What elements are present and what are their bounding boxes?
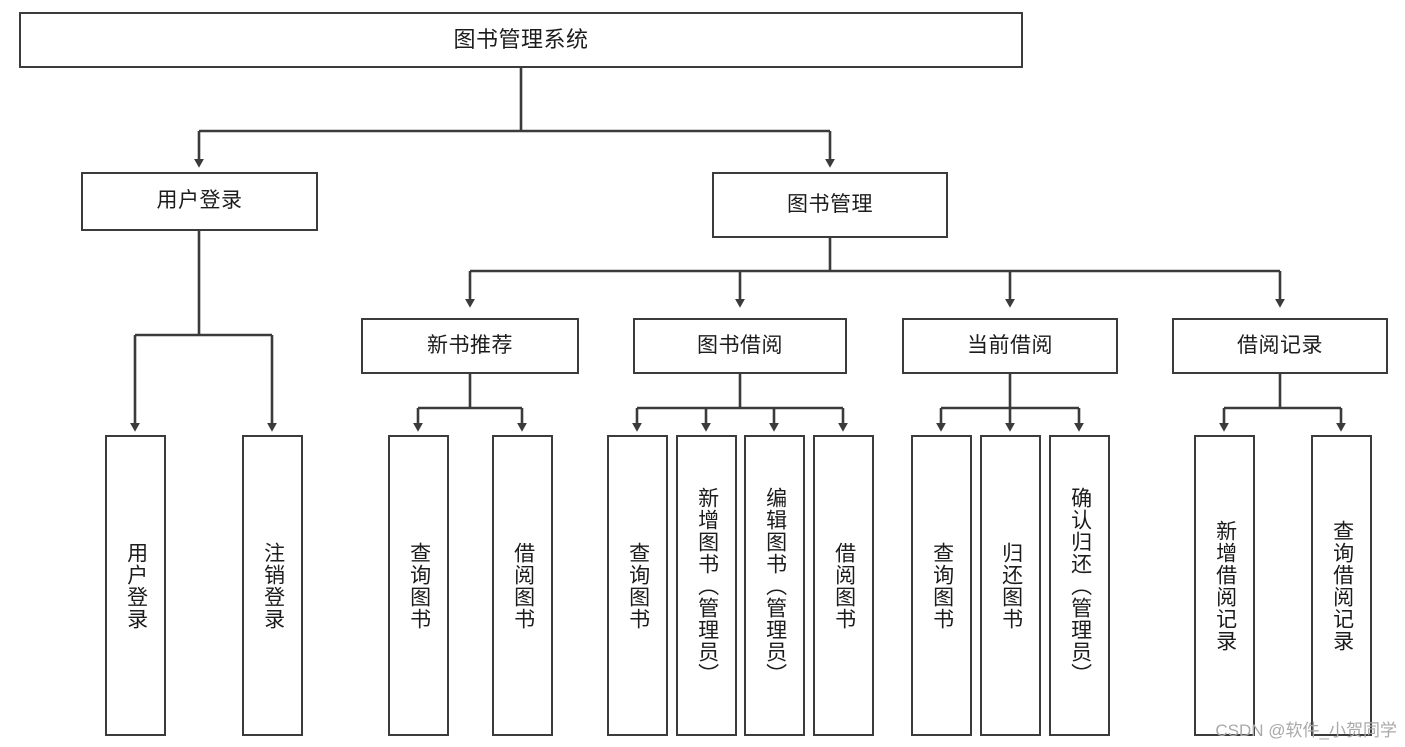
node-borrow-record[interactable]: 借阅记录 [1172,318,1388,374]
leaf-add-borrow-record[interactable]: 新增借阅记录 [1194,435,1255,736]
node-book-management[interactable]: 图书管理 [712,172,948,238]
leaf-query-book-borrow[interactable]: 查询图书 [607,435,668,736]
leaf-query-borrow-record[interactable]: 查询借阅记录 [1311,435,1372,736]
node-label: 查询图书 [626,541,650,630]
node-label: 新增图书（管理员） [695,486,719,685]
leaf-return-book[interactable]: 归还图书 [980,435,1041,736]
node-book-borrow[interactable]: 图书借阅 [633,318,847,374]
node-label: 查询借阅记录 [1330,519,1354,652]
leaf-logout-login[interactable]: 注销登录 [242,435,303,736]
node-label: 图书管理 [787,192,873,216]
node-label: 借阅图书 [511,541,535,630]
leaf-borrow-book-recommend[interactable]: 借阅图书 [492,435,553,736]
node-label: 借阅图书 [832,541,856,630]
node-label: 新增借阅记录 [1213,519,1237,652]
node-label: 借阅记录 [1237,333,1323,357]
node-label: 图书借阅 [697,333,783,357]
leaf-confirm-return[interactable]: 确认归还（管理员） [1049,435,1110,736]
leaf-user-login[interactable]: 用户登录 [105,435,166,736]
node-user-login[interactable]: 用户登录 [81,172,318,231]
node-label: 新书推荐 [427,333,513,357]
node-root-book-management-system[interactable]: 图书管理系统 [19,12,1023,68]
node-label: 查询图书 [407,541,431,630]
node-label: 查询图书 [930,541,954,630]
csdn-watermark: CSDN @软件_小贺同学 [1215,721,1397,740]
leaf-query-book-recommend[interactable]: 查询图书 [388,435,449,736]
node-label: 编辑图书（管理员） [763,486,787,685]
node-current-borrow[interactable]: 当前借阅 [902,318,1118,374]
leaf-borrow-book[interactable]: 借阅图书 [813,435,874,736]
node-label: 归还图书 [999,541,1023,630]
node-new-book-recommend[interactable]: 新书推荐 [361,318,579,374]
node-label: 图书管理系统 [453,27,589,53]
leaf-edit-book[interactable]: 编辑图书（管理员） [744,435,805,736]
leaf-add-book[interactable]: 新增图书（管理员） [676,435,737,736]
node-label: 确认归还（管理员） [1068,486,1092,685]
leaf-query-book-current[interactable]: 查询图书 [911,435,972,736]
node-label: 注销登录 [261,541,285,630]
node-label: 用户登录 [124,541,148,630]
node-label: 当前借阅 [967,333,1053,357]
node-label: 用户登录 [156,189,243,213]
